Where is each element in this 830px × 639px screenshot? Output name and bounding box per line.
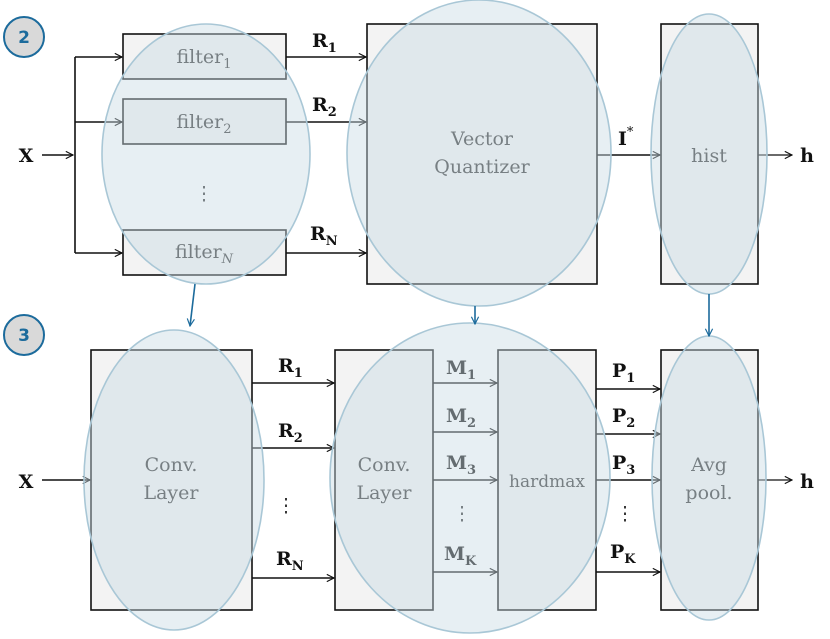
svg-text:filter1: filter1 bbox=[177, 46, 232, 72]
avgpool-highlight bbox=[651, 335, 767, 621]
m-dots: ⋮ bbox=[453, 503, 472, 525]
svg-text:3: 3 bbox=[18, 326, 30, 346]
quantizer-highlight bbox=[346, 0, 612, 307]
conv1-highlight bbox=[83, 329, 265, 631]
svg-text:Conv.: Conv. bbox=[358, 454, 411, 476]
hist-highlight bbox=[650, 13, 768, 295]
p3-label: P3 bbox=[612, 452, 635, 478]
top-input-branch bbox=[42, 57, 122, 253]
top-r2-label: R2 bbox=[312, 94, 337, 120]
svg-text:filterN: filterN bbox=[175, 241, 234, 267]
conv-layer-1-box: Conv. Layer bbox=[90, 349, 253, 611]
svg-text:Vector: Vector bbox=[450, 128, 514, 150]
svg-text:Layer: Layer bbox=[356, 482, 412, 504]
m-arrows bbox=[433, 383, 497, 572]
quantizer-output-label: I* bbox=[618, 125, 634, 150]
hist-box: hist bbox=[660, 23, 759, 285]
bottom-output-h: h bbox=[800, 471, 814, 493]
svg-text:pool.: pool. bbox=[685, 482, 732, 504]
pk-label: PK bbox=[610, 541, 636, 567]
m3-label: M3 bbox=[446, 452, 476, 478]
svg-text:Conv.: Conv. bbox=[145, 454, 198, 476]
filter-box-n: filterN bbox=[122, 229, 287, 276]
highlight-ellipses bbox=[83, 0, 768, 634]
svg-text:2: 2 bbox=[18, 28, 30, 48]
svg-text:filter2: filter2 bbox=[177, 111, 232, 137]
top-output-h: h bbox=[800, 145, 814, 167]
p1-label: P1 bbox=[612, 360, 635, 386]
r-arrows bbox=[252, 383, 334, 578]
svg-text:hist: hist bbox=[691, 145, 727, 167]
mk-label: MK bbox=[444, 543, 477, 569]
avg-pool-box: Avg pool. bbox=[660, 349, 759, 611]
svg-text:hardmax: hardmax bbox=[509, 472, 585, 492]
filter-dots: ⋮ bbox=[195, 183, 214, 205]
svg-text:Quantizer: Quantizer bbox=[434, 156, 530, 178]
top-r1-label: R1 bbox=[312, 30, 337, 56]
filter-box-2: filter2 bbox=[122, 98, 287, 145]
bottom-rn-label: RN bbox=[276, 548, 304, 574]
conv-layer-2-box: Conv. Layer bbox=[334, 349, 434, 611]
m2-label: M2 bbox=[446, 405, 476, 431]
p-dots: ⋮ bbox=[616, 503, 635, 525]
top-rn-label: RN bbox=[310, 223, 338, 249]
bottom-r2-label: R2 bbox=[278, 420, 303, 446]
step-badge-3: 3 bbox=[3, 314, 45, 356]
p-arrows bbox=[596, 389, 660, 572]
svg-text:Layer: Layer bbox=[143, 482, 199, 504]
filters-highlight bbox=[101, 23, 311, 285]
conv2-hardmax-highlight bbox=[329, 322, 611, 634]
bottom-r-dots: ⋮ bbox=[277, 495, 296, 517]
p2-label: P2 bbox=[612, 405, 635, 431]
bottom-input-x: X bbox=[19, 471, 34, 493]
vector-quantizer-box: Vector Quantizer bbox=[366, 23, 598, 285]
top-input-x: X bbox=[19, 145, 34, 167]
m1-label: M1 bbox=[446, 357, 476, 383]
step-badge-2: 2 bbox=[3, 16, 45, 58]
stage-connector-arrows bbox=[190, 283, 709, 336]
bottom-r1-label: R1 bbox=[278, 355, 303, 381]
svg-text:Avg: Avg bbox=[690, 454, 727, 476]
hardmax-box: hardmax bbox=[497, 349, 597, 611]
filter-output-arrows bbox=[286, 57, 366, 253]
